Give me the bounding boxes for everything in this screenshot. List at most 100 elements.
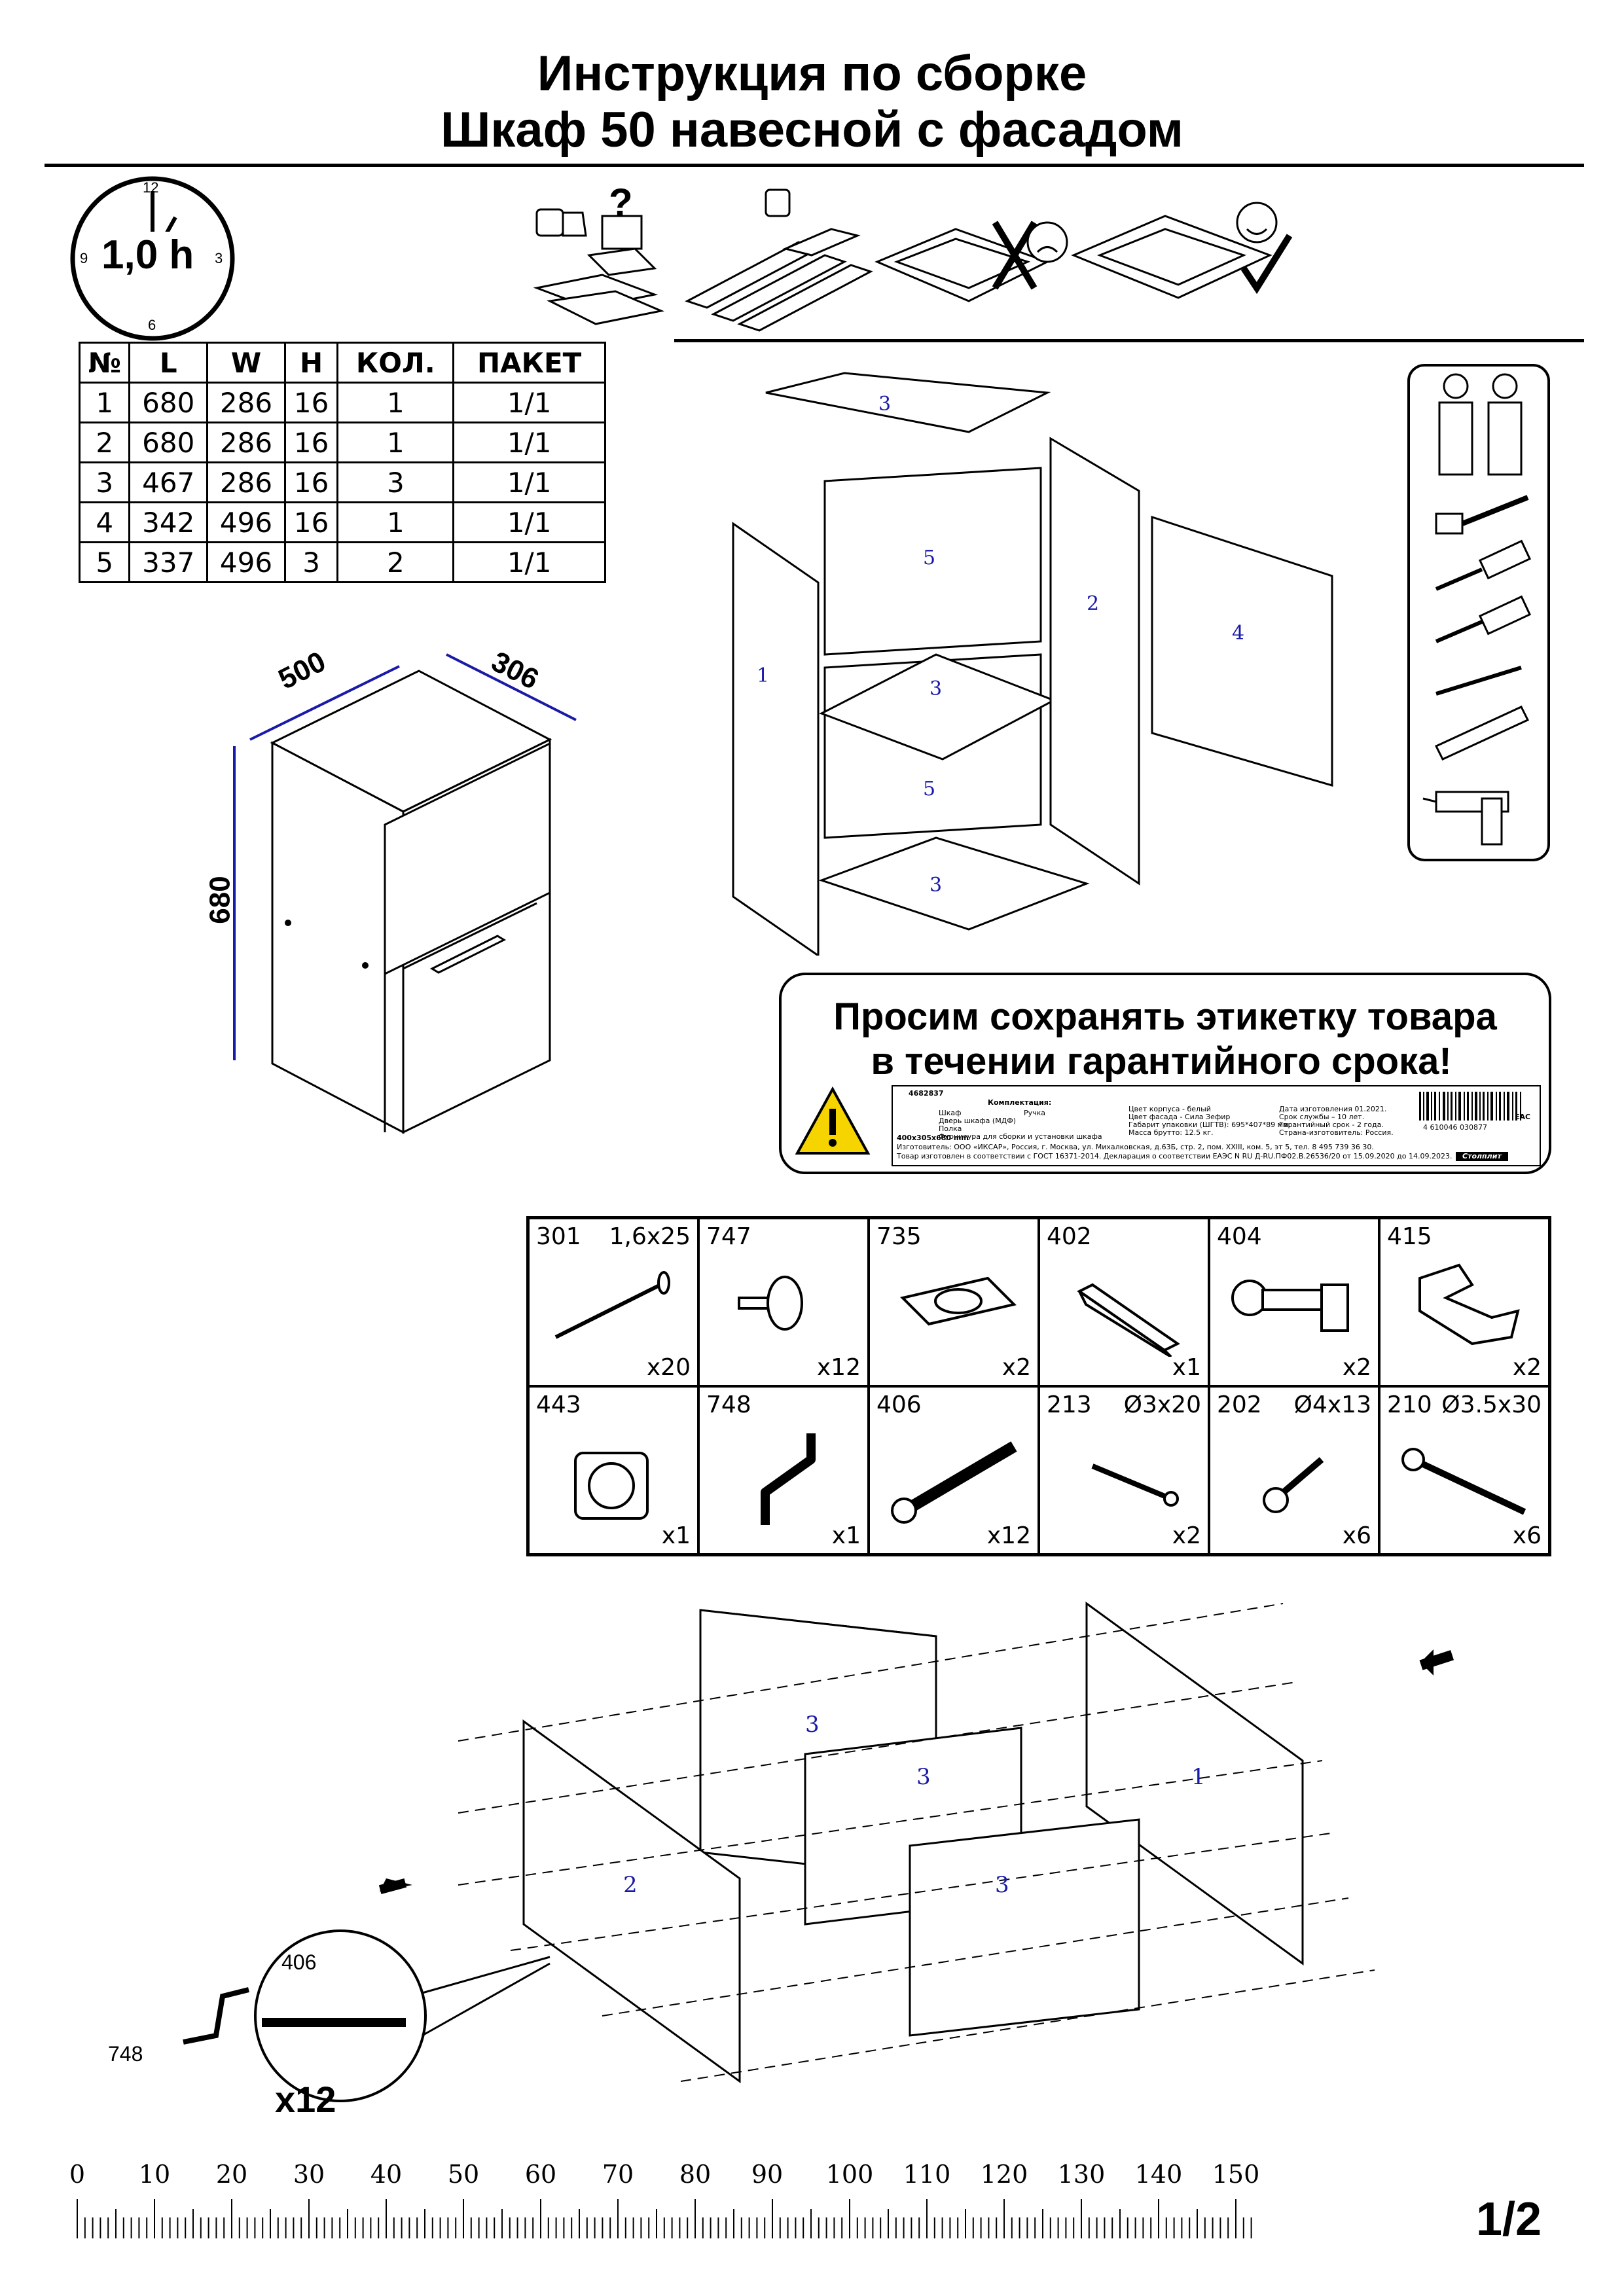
table-cell: 496 <box>206 541 286 583</box>
cap-icon <box>574 1452 649 1520</box>
tools-panel <box>1407 364 1550 861</box>
table-cell: 1 <box>336 501 455 543</box>
table-row: 5 337 496 3 2 1/1 <box>78 541 606 583</box>
hardware-cell-415: 415 x2 <box>1379 1218 1549 1386</box>
hardware-qty: x2 <box>1172 1522 1201 1549</box>
panel-label-shelf-a: 3 <box>805 1712 820 1738</box>
pencil-icon <box>1435 666 1522 696</box>
page-title: Инструкция по сборке <box>537 46 1087 101</box>
clock-hour-3: 3 <box>215 250 223 266</box>
screw-icon <box>1091 1463 1179 1507</box>
svg-text:?: ? <box>609 181 633 224</box>
label-origin: Страна-изготовитель: Россия. <box>1279 1128 1394 1137</box>
hardware-code: 415 <box>1387 1223 1432 1250</box>
label-composition-item: Шкаф <box>939 1109 962 1117</box>
part-label-left-side: 1 <box>757 664 770 687</box>
hardware-cell-404: 404 x2 <box>1209 1218 1379 1386</box>
table-cell: 1/1 <box>452 461 606 503</box>
ruler-label: 100 <box>825 2160 874 2189</box>
table-cell: 337 <box>128 541 209 583</box>
table-cell: 342 <box>128 501 209 543</box>
confirmat-screw-icon <box>891 1441 1017 1524</box>
table-cell: 3 <box>283 541 339 583</box>
ruler-label: 130 <box>1057 2160 1106 2189</box>
label-barcode-number: 4 610046 030877 <box>1423 1123 1487 1132</box>
hardware-qty: x2 <box>1512 1354 1542 1381</box>
clock-hour-6: 6 <box>148 317 156 333</box>
table-cell: 16 <box>283 461 339 503</box>
clock-hour-12: 12 <box>143 179 159 196</box>
table-cell: 286 <box>206 422 286 463</box>
hardware-size: Ø3.5x30 <box>1441 1391 1542 1418</box>
table-row: 4 342 496 16 1 1/1 <box>78 501 606 543</box>
table-cell: 1/1 <box>452 501 606 543</box>
label-size: 400x305x680 mm <box>897 1134 969 1142</box>
label-brand-logo: Столплит <box>1456 1152 1508 1161</box>
hex-key-icon <box>761 1433 816 1525</box>
table-cell: 2 <box>78 422 131 463</box>
col-package: ПАКЕТ <box>452 342 606 384</box>
table-cell: 5 <box>78 541 131 583</box>
part-label-right-side: 2 <box>1087 592 1100 615</box>
hanger-bracket-icon <box>900 1276 1017 1326</box>
detail-tool-code: 748 <box>108 2042 143 2066</box>
table-row: 1 680 286 16 1 1/1 <box>78 382 606 423</box>
hardware-cell-443: 443 x1 <box>528 1386 698 1554</box>
instruction-pictograms: ? <box>524 177 1309 334</box>
hardware-code: 210 <box>1387 1391 1432 1418</box>
ruler-label: 10 <box>138 2160 171 2189</box>
tape-measure-icon <box>1434 706 1530 761</box>
table-cell: 1 <box>336 422 455 463</box>
table-cell: 1 <box>78 382 131 423</box>
barcode-icon <box>1419 1092 1521 1121</box>
hardware-qty: x2 <box>1001 1354 1031 1381</box>
hard-floor-forbidden-icon <box>875 221 1068 302</box>
hardware-code: 402 <box>1047 1223 1092 1250</box>
hardware-cell-406: 406 x12 <box>869 1386 1039 1554</box>
table-cell: 467 <box>128 461 209 503</box>
detail-quantity: x12 <box>275 2079 336 2120</box>
hardware-code: 748 <box>706 1391 751 1418</box>
table-cell: 1/1 <box>452 382 606 423</box>
hardware-cell-748: 748 x1 <box>698 1386 869 1554</box>
table-cell: 16 <box>283 422 339 463</box>
hardware-code: 213 <box>1047 1391 1092 1418</box>
hardware-qty: x1 <box>831 1522 861 1549</box>
keep-label-notice: Просим сохранять этикетку товара в течен… <box>779 973 1551 1174</box>
two-people-icon <box>1438 373 1523 476</box>
hardware-qty: x6 <box>1512 1522 1542 1549</box>
flat-screwdriver-icon <box>1435 539 1532 591</box>
warning-icon <box>795 1086 871 1155</box>
mounting-plate-icon <box>1418 1263 1520 1346</box>
hardware-qty: x2 <box>1342 1354 1371 1381</box>
table-cell: 4 <box>78 501 131 543</box>
label-manufacturer: Изготовитель: ООО «ИКСАР», Россия, г. Мо… <box>897 1143 1374 1151</box>
hammer-icon <box>1435 495 1529 535</box>
panel-label-shelf-b: 3 <box>916 1764 931 1790</box>
part-label-bottom: 3 <box>929 874 943 897</box>
col-quantity: КОЛ. <box>336 342 455 384</box>
label-article: 4682837 <box>909 1089 944 1098</box>
label-composition-title: Комплектация: <box>988 1098 1052 1107</box>
table-row: 2 680 286 16 1 1/1 <box>78 422 606 463</box>
hardware-cell-213: 213 Ø3x20 x2 <box>1039 1386 1209 1554</box>
label-handle: Ручка <box>1024 1109 1046 1117</box>
table-cell: 496 <box>206 501 286 543</box>
screw-icon <box>1401 1448 1526 1515</box>
ruler-label: 150 <box>1212 2160 1260 2189</box>
hardware-code: 406 <box>876 1391 922 1418</box>
table-cell: 2 <box>336 541 455 583</box>
table-cell: 3 <box>336 461 455 503</box>
table-cell: 1 <box>336 382 455 423</box>
nail-icon <box>554 1271 670 1339</box>
part-label-back-lower: 5 <box>923 778 936 800</box>
hardware-cell-735: 735 x2 <box>869 1218 1039 1386</box>
parts-table: № L W H КОЛ. ПАКЕТ 1 680 286 16 1 1/1 2 … <box>78 342 606 583</box>
ruler-label: 120 <box>980 2160 1028 2189</box>
label-facade-color: Цвет фасада - Сила Зефир <box>1128 1113 1231 1121</box>
part-label-door: 4 <box>1232 622 1245 645</box>
page-number: 1/2 <box>1476 2193 1542 2246</box>
table-cell: 286 <box>206 382 286 423</box>
table-cell: 16 <box>283 382 339 423</box>
hardware-qty: x1 <box>661 1522 691 1549</box>
